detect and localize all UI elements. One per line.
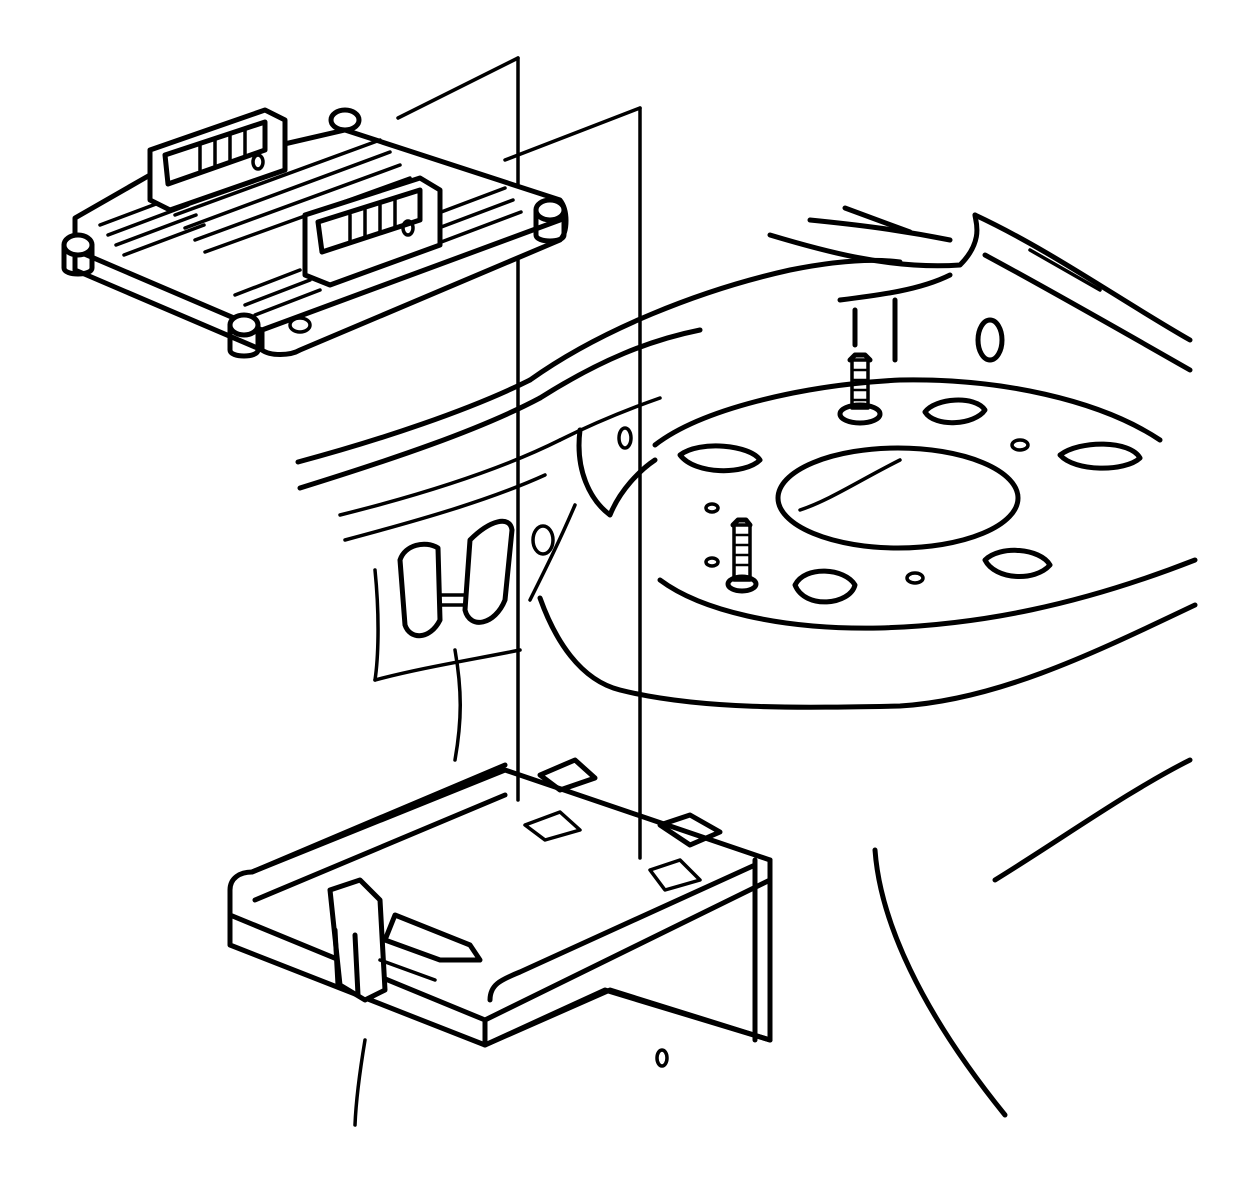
alignment-lines — [396, 56, 642, 860]
mounting-bracket — [227, 757, 773, 1068]
mounting-stud-rear — [837, 352, 883, 426]
control-module — [61, 107, 569, 359]
latch-clip-icon — [397, 518, 515, 639]
mounting-stud-front — [725, 517, 759, 594]
spare-tire-well-panel — [295, 205, 1198, 1127]
